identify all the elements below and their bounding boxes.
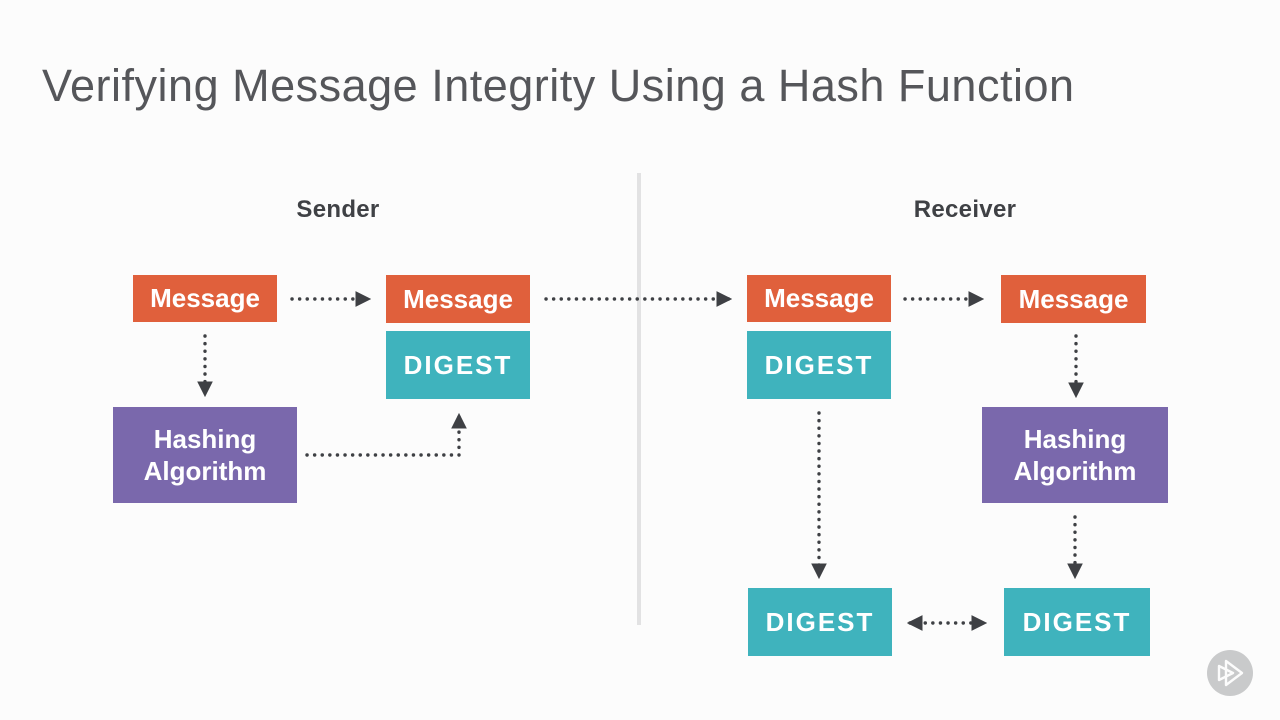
sender-hashing-line1: Hashing <box>153 424 257 454</box>
sender-message-original-label: Message <box>150 283 260 313</box>
receiver-digest-received-box: DIGEST <box>748 588 892 656</box>
receiver-message-copy-label: Message <box>1018 283 1129 314</box>
receiver-message-incoming-label: Message <box>764 283 874 313</box>
sender-message-outgoing-box: Message <box>386 275 530 323</box>
sender-hashing-algorithm-box: Hashing Algorithm <box>113 407 297 503</box>
sender-section-label: Sender <box>296 196 380 223</box>
receiver-message-copy-box: Message <box>1001 275 1146 323</box>
receiver-digest-incoming-label: DIGEST <box>764 349 874 380</box>
receiver-digest-computed-box: DIGEST <box>1004 588 1150 656</box>
receiver-message-incoming-box: Message <box>747 275 891 322</box>
sender-digest-label: DIGEST <box>403 349 513 380</box>
receiver-hashing-line1: Hashing <box>1023 424 1127 454</box>
page-title: Verifying Message Integrity Using a Hash… <box>42 60 1075 111</box>
sender-message-original-box: Message <box>133 275 277 322</box>
receiver-hashing-line2: Algorithm <box>1013 456 1137 486</box>
receiver-digest-computed-label: DIGEST <box>1022 606 1132 637</box>
section-divider <box>637 173 641 625</box>
receiver-digest-incoming-box: DIGEST <box>747 331 891 399</box>
sender-digest-box: DIGEST <box>386 331 530 399</box>
sender-message-outgoing-label: Message <box>403 283 513 314</box>
sender-hashing-line2: Algorithm <box>143 456 267 486</box>
receiver-section-label: Receiver <box>913 196 1017 223</box>
pluralsight-play-logo-icon <box>1207 650 1253 696</box>
arrow-sender-hashing-to-digest <box>305 412 467 457</box>
receiver-hashing-algorithm-box: Hashing Algorithm <box>982 407 1168 503</box>
receiver-digest-received-label: DIGEST <box>765 606 875 637</box>
